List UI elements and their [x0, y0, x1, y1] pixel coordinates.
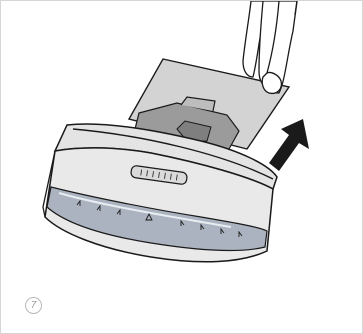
step-number-badge: 7: [25, 297, 42, 314]
push-up-arrow-icon: [269, 119, 309, 171]
